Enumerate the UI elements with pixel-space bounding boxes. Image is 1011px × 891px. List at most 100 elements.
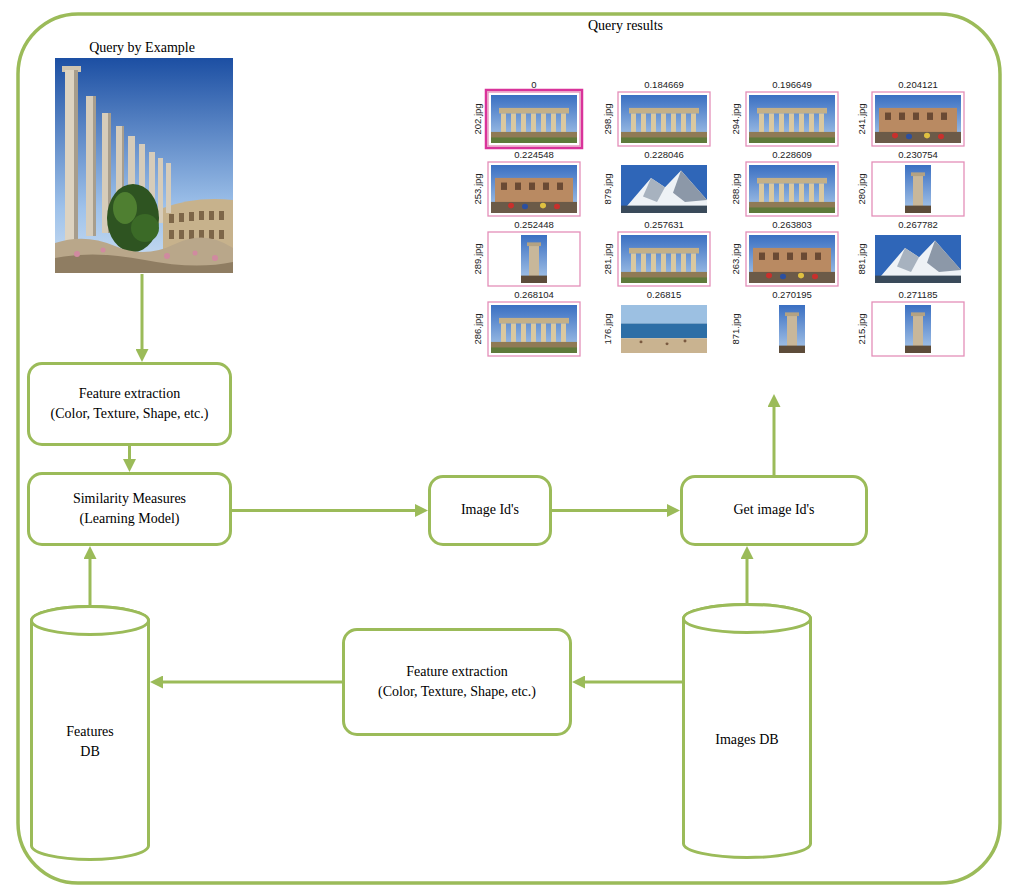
cylinder-outline bbox=[682, 603, 812, 859]
similarity-score: 0.263803 bbox=[772, 220, 812, 230]
similarity-score: 0.230754 bbox=[898, 150, 938, 160]
flow-arrow bbox=[141, 274, 144, 357]
flow-arrow bbox=[773, 399, 776, 475]
similarity-score: 0.228046 bbox=[644, 150, 684, 160]
artwork-rect bbox=[179, 230, 184, 239]
artwork-rect bbox=[169, 230, 174, 239]
result-thumbnail bbox=[749, 165, 835, 213]
process-box: Similarity Measures(Learning Model) bbox=[27, 472, 232, 546]
result-thumbnail bbox=[491, 95, 577, 143]
artwork-rect bbox=[219, 230, 224, 239]
result-frame bbox=[488, 232, 580, 286]
result-thumbnail bbox=[779, 305, 805, 353]
artwork-circle bbox=[164, 253, 170, 259]
flow-arrow bbox=[128, 446, 131, 467]
flow-arrow bbox=[577, 681, 682, 684]
cylinder-top bbox=[32, 607, 149, 635]
artwork-rect bbox=[209, 211, 214, 220]
artwork-rect bbox=[55, 58, 233, 273]
result-frame bbox=[488, 92, 580, 146]
artwork-rect bbox=[93, 96, 96, 236]
result-frame bbox=[618, 232, 710, 286]
similarity-score: 0.270195 bbox=[772, 290, 812, 300]
node-title: Get image Id's bbox=[733, 500, 814, 520]
similarity-score: 0.257631 bbox=[644, 220, 684, 230]
artwork-ellipse bbox=[107, 184, 159, 252]
result-frame bbox=[488, 302, 580, 356]
artwork-rect bbox=[209, 230, 214, 239]
flow-arrow bbox=[552, 509, 675, 512]
file-name: 298.jpg bbox=[603, 103, 613, 134]
flow-arrow bbox=[746, 551, 749, 603]
result-thumbnail bbox=[749, 235, 835, 283]
result-frame bbox=[872, 302, 964, 356]
flow-arrow bbox=[89, 551, 92, 605]
artwork-g bbox=[169, 211, 224, 239]
result-thumbnail bbox=[905, 165, 931, 213]
result-thumbnail bbox=[491, 305, 577, 353]
node-subtitle: (Color, Texture, Shape, etc.) bbox=[378, 682, 536, 702]
result-thumbnail bbox=[621, 95, 707, 143]
artwork-rect bbox=[166, 163, 171, 213]
file-name: 879.jpg bbox=[603, 173, 613, 204]
node-title: Features DB bbox=[58, 722, 122, 763]
file-name: 288.jpg bbox=[731, 173, 741, 204]
result-frame bbox=[488, 162, 580, 216]
selected-frame bbox=[486, 90, 582, 148]
database-cylinder: Images DB bbox=[682, 603, 812, 859]
result-thumbnail bbox=[875, 95, 961, 143]
artwork-circle bbox=[212, 255, 218, 261]
result-thumbnail bbox=[521, 235, 547, 283]
artwork-rect bbox=[199, 211, 204, 220]
artwork-g bbox=[74, 248, 218, 262]
file-name: 281.jpg bbox=[603, 243, 613, 274]
file-name: 871.jpg bbox=[731, 313, 741, 344]
query-image: Query by Example bbox=[52, 32, 232, 274]
similarity-score: 0.271185 bbox=[899, 290, 938, 300]
file-name: 294.jpg bbox=[731, 103, 741, 134]
node-title: Feature extraction bbox=[79, 384, 180, 404]
node-title: Similarity Measures bbox=[73, 489, 186, 509]
cylinder-top bbox=[684, 605, 811, 633]
query-results: Query results bbox=[440, 10, 995, 394]
artwork-rect bbox=[219, 211, 224, 220]
cylinder-body bbox=[32, 607, 149, 860]
node-title: Images DB bbox=[715, 730, 778, 750]
file-name: 280.jpg bbox=[857, 173, 867, 204]
similarity-score: 0 bbox=[531, 80, 536, 90]
result-thumbnail bbox=[749, 95, 835, 143]
artwork-rect bbox=[158, 158, 163, 223]
result-frame bbox=[618, 92, 710, 146]
node-subtitle: (Color, Texture, Shape, etc.) bbox=[51, 404, 209, 424]
result-thumbnail bbox=[905, 305, 931, 353]
process-box: Feature extraction(Color, Texture, Shape… bbox=[27, 362, 232, 446]
result-thumbnail bbox=[875, 235, 961, 283]
result-thumbnail bbox=[491, 165, 577, 213]
similarity-score: 0.26815 bbox=[647, 290, 681, 300]
result-frame bbox=[746, 162, 838, 216]
file-name: 286.jpg bbox=[473, 313, 483, 344]
file-name: 289.jpg bbox=[473, 243, 483, 274]
artwork-rect bbox=[189, 212, 194, 221]
node-title: Query results bbox=[588, 16, 663, 36]
artwork-rect bbox=[74, 70, 78, 245]
node-title: Image Id's bbox=[461, 500, 519, 520]
artwork-ellipse bbox=[131, 214, 159, 242]
artwork-path bbox=[55, 237, 233, 273]
artwork-rect bbox=[86, 96, 96, 236]
flow-arrow bbox=[232, 509, 423, 512]
file-name: 253.jpg bbox=[473, 173, 483, 204]
similarity-score: 0.196649 bbox=[772, 80, 812, 90]
file-name: 241.jpg bbox=[857, 103, 867, 134]
node-title: Feature extraction bbox=[406, 662, 507, 682]
artwork-path bbox=[55, 254, 233, 273]
artwork-rect bbox=[189, 230, 194, 239]
similarity-score: 0.252448 bbox=[514, 220, 554, 230]
artwork-circle bbox=[101, 248, 106, 253]
similarity-score: 0.184669 bbox=[644, 80, 684, 90]
artwork-rect bbox=[169, 214, 174, 223]
result-frame bbox=[746, 92, 838, 146]
result-thumbnail bbox=[621, 305, 707, 353]
